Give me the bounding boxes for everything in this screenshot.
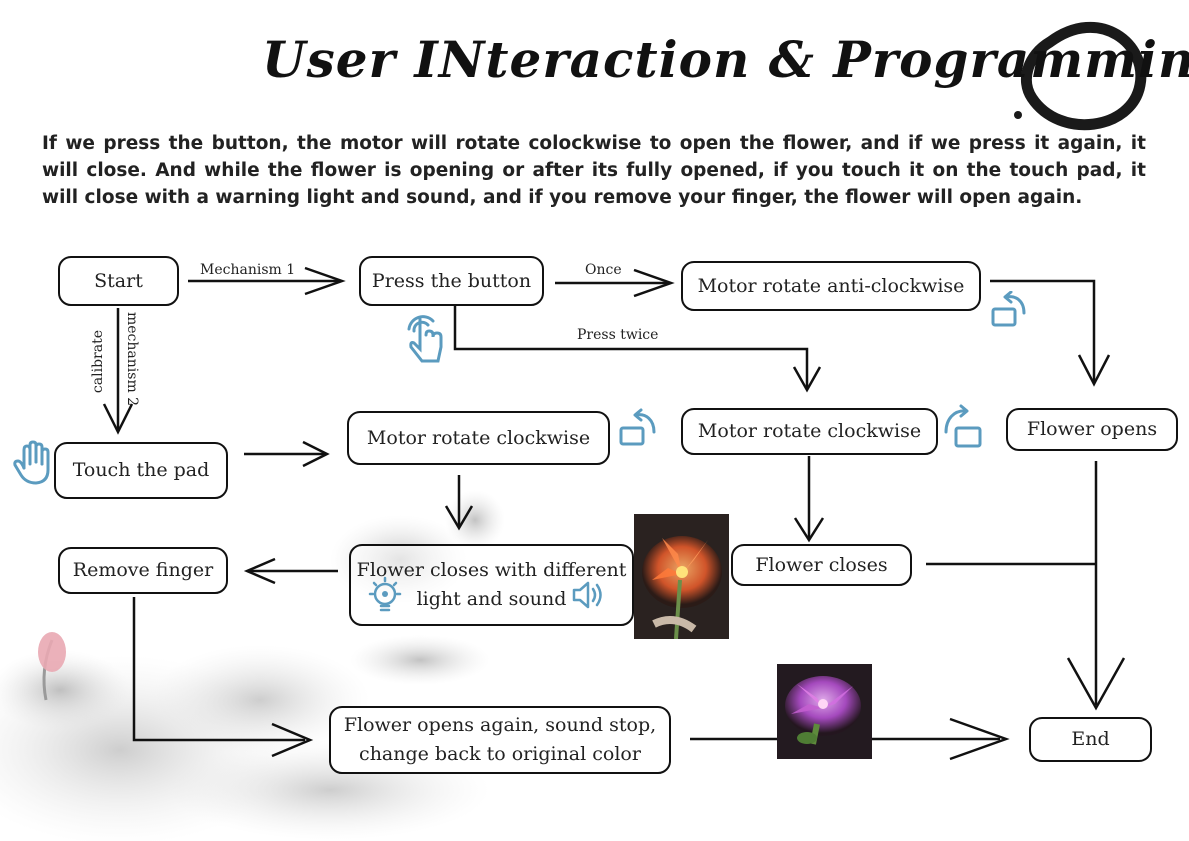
node-start[interactable]: Start [58, 256, 179, 306]
arrowhead [271, 722, 314, 758]
lightbulb-icon [368, 576, 402, 612]
node-text-line: Flower closes with different [356, 559, 627, 581]
flower-photo-open [777, 664, 872, 759]
edge-press-twice [453, 306, 809, 388]
node-text-line: change back to original color [359, 743, 641, 765]
arrowhead [102, 403, 134, 435]
rotate-anticlockwise-icon [619, 408, 656, 446]
flower-photo-closing [634, 514, 729, 639]
node-motor-anticlockwise[interactable]: Motor rotate anti-clockwise [681, 261, 981, 311]
edge-label-mechanism2: mechanism 2 [124, 312, 140, 407]
intro-paragraph: If we press the button, the motor will r… [42, 133, 1146, 208]
rotate-anticlockwise-icon [991, 291, 1026, 327]
node-text-line: Flower opens again, sound stop, [343, 714, 657, 736]
node-flower-opens[interactable]: Flower opens [1006, 408, 1178, 451]
node-remove-finger[interactable]: Remove finger [58, 547, 228, 594]
node-press-button[interactable]: Press the button [359, 256, 544, 306]
speaker-icon [572, 581, 602, 609]
lotus-bud [38, 632, 66, 672]
edge-remove-to-opens-again [132, 597, 305, 742]
ink-dot [1014, 111, 1022, 119]
arrowhead [949, 717, 1010, 761]
lotus-leaf-wash [0, 650, 130, 730]
arrowhead [792, 366, 822, 393]
arrowhead [633, 268, 675, 298]
node-end[interactable]: End [1029, 717, 1152, 762]
node-flower-closes[interactable]: Flower closes [731, 544, 912, 586]
edge-label-once: Once [585, 262, 622, 278]
edge-label-press-twice: Press twice [577, 327, 659, 343]
arrowhead [1077, 354, 1111, 387]
arrowhead [444, 505, 474, 531]
lotus-leaf-wash [150, 645, 370, 755]
node-motor-clockwise-left[interactable]: Motor rotate clockwise [347, 411, 610, 465]
arrowhead [793, 517, 825, 543]
arrowhead [302, 440, 330, 468]
node-motor-clockwise-right[interactable]: Motor rotate clockwise [681, 408, 938, 455]
arrowhead [243, 557, 276, 585]
node-flower-opens-again[interactable]: Flower opens again, sound stop, change b… [329, 706, 671, 774]
arrowhead [1066, 657, 1126, 711]
rotate-clockwise-icon [944, 404, 982, 448]
node-touch-pad[interactable]: Touch the pad [54, 442, 228, 499]
raised-hand-icon [13, 440, 50, 485]
touch-hand-icon [407, 315, 443, 363]
edge-label-mechanism1: Mechanism 1 [200, 262, 296, 278]
enso-circle-icon [1020, 21, 1147, 131]
node-text-line: light and sound [416, 588, 567, 610]
edge-anticlockwise-to-opens [990, 279, 1096, 382]
arrowhead [304, 266, 346, 296]
edge-label-calibrate: calibrate [90, 330, 106, 394]
koi-fish-wash [350, 635, 490, 685]
